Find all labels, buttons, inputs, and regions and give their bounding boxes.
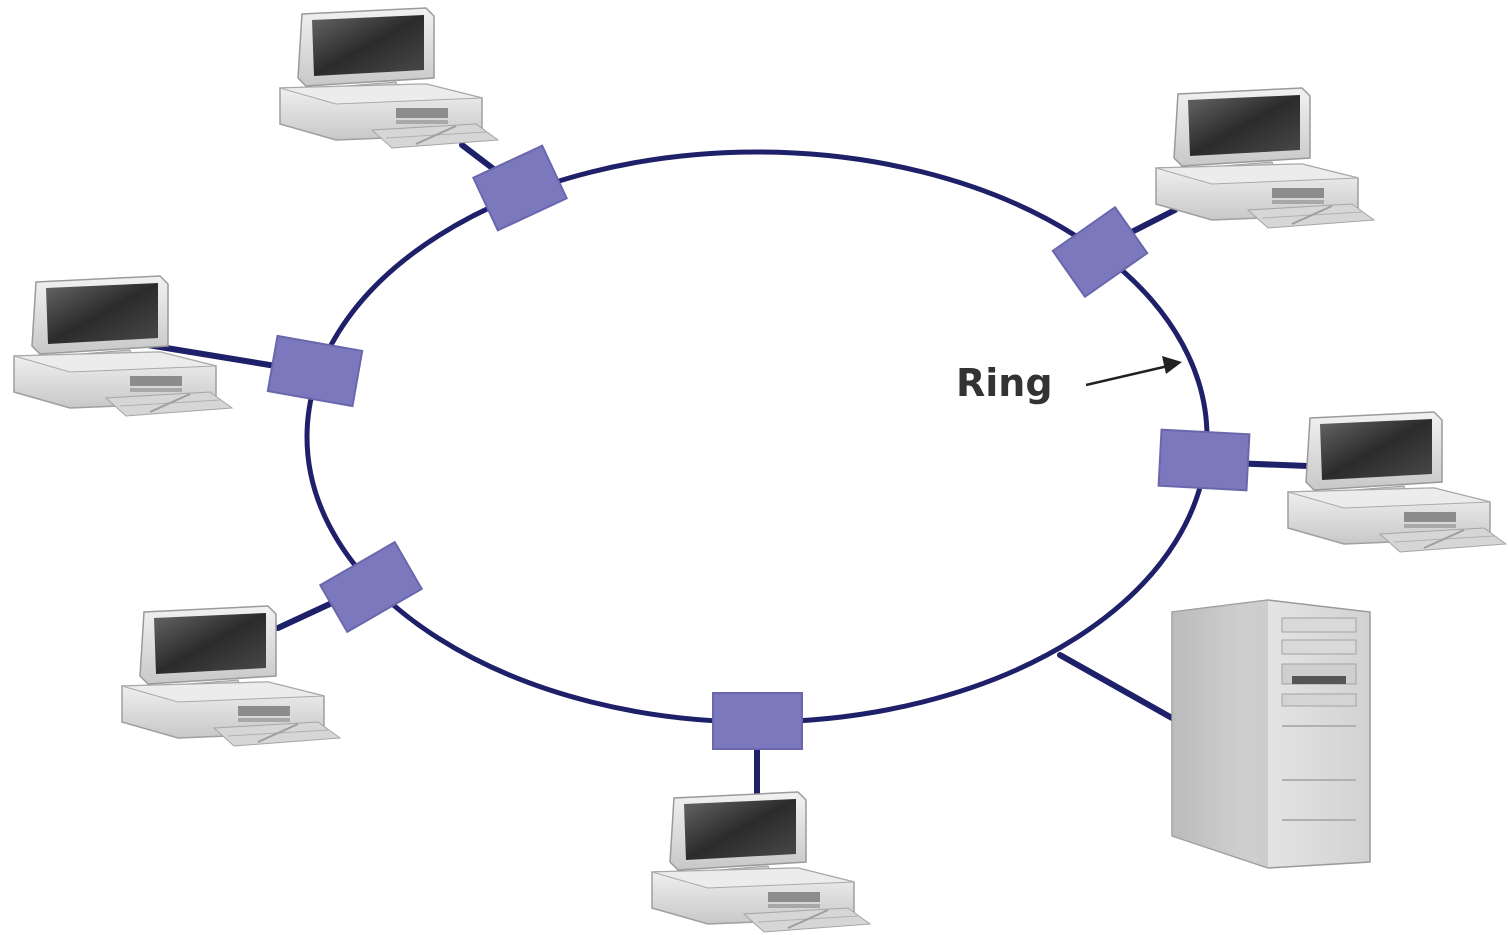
ring-label-text: Ring xyxy=(956,361,1053,405)
workstation-bottom-left xyxy=(121,605,341,747)
ring-node-bottom-left xyxy=(318,540,424,634)
server-tower-icon xyxy=(1171,599,1371,869)
ring-node-right xyxy=(1157,428,1251,492)
workstation-left xyxy=(13,275,233,417)
workstation-bottom xyxy=(651,791,871,933)
ring-node-bottom xyxy=(712,692,803,750)
ring-node-left xyxy=(266,334,364,408)
workstation-top-right xyxy=(1155,87,1375,229)
spur-server xyxy=(1057,652,1175,721)
ring-label: Ring xyxy=(956,356,1182,405)
workstation-top-left xyxy=(279,7,499,149)
arrowhead-icon xyxy=(1162,356,1182,374)
ring-label-arrow xyxy=(1085,364,1169,387)
workstation-right xyxy=(1287,411,1507,553)
ring-nodes xyxy=(266,144,1251,750)
ring-node-top-left xyxy=(471,144,569,232)
ring-node-top-right xyxy=(1051,205,1149,299)
